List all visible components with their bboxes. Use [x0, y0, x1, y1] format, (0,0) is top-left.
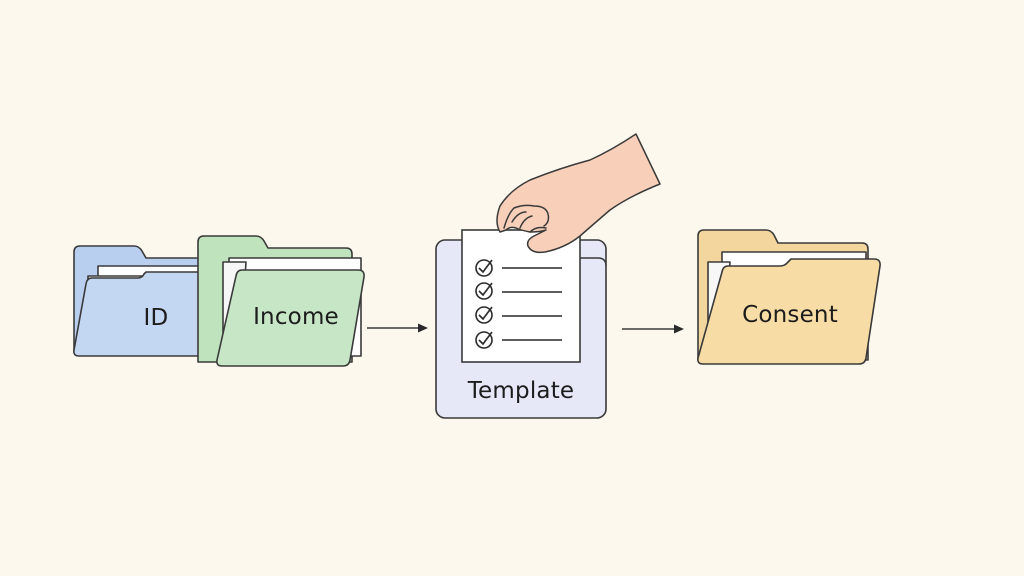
- income-folder-label: Income: [253, 304, 339, 330]
- id-folder-icon: [73, 245, 228, 357]
- template-label: Template: [467, 378, 575, 404]
- consent-folder-icon: [697, 229, 881, 365]
- checklist-icon: [461, 229, 581, 363]
- hand-icon: [496, 133, 661, 254]
- arrow-right-icon: [622, 324, 684, 334]
- income-folder-icon: [197, 235, 365, 367]
- arrow-right-icon: [367, 323, 428, 333]
- id-folder-label: ID: [143, 305, 169, 331]
- template-box: [435, 229, 607, 419]
- consent-folder-label: Consent: [742, 302, 838, 328]
